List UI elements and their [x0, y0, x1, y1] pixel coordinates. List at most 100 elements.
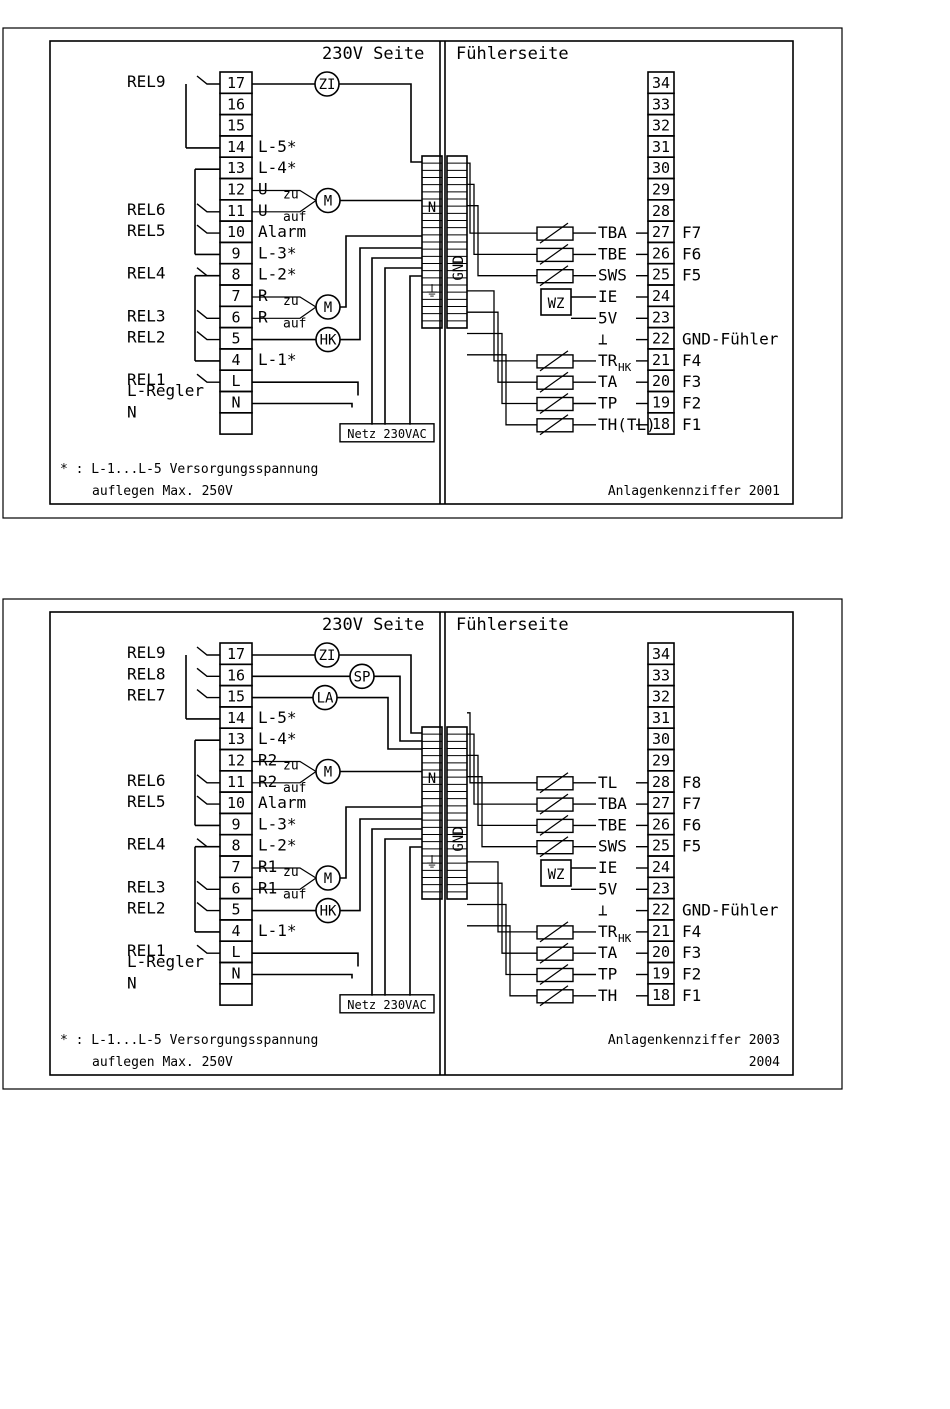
sensor-resistor [536, 226, 574, 241]
relay-label: REL4 [127, 835, 166, 854]
sensor-resistor [536, 375, 574, 390]
wire [539, 393, 569, 414]
sensor-label: IE [598, 287, 617, 306]
left-terminal-number: 9 [231, 815, 240, 833]
sensor-label: TA [598, 943, 618, 962]
right-terminal-number: 26 [652, 815, 670, 833]
wire [371, 828, 422, 996]
wire [467, 354, 537, 426]
sensor-label: TR [598, 351, 618, 370]
relay-label: REL3 [127, 306, 166, 325]
wire [467, 861, 537, 933]
wire [196, 667, 220, 677]
wire [252, 200, 317, 213]
wire [196, 774, 220, 784]
wire [539, 814, 569, 836]
terminal-function-label: R1 [258, 857, 277, 876]
wire [196, 880, 220, 890]
header-fuehlerseite: Fühlerseite [456, 615, 569, 635]
sensor-resistor [536, 925, 574, 940]
right-terminal-number: 34 [652, 74, 670, 92]
right-terminal-number: 30 [652, 159, 670, 177]
sensor-function: F7 [682, 794, 701, 813]
wire [467, 205, 537, 277]
right-terminal-number: 19 [652, 965, 670, 983]
left-terminal-number: 6 [231, 879, 240, 897]
sensor-label: 5V [598, 308, 618, 327]
right-terminal-number: 31 [652, 138, 670, 156]
sensor-sub-label: HK [618, 932, 632, 945]
terminal-function-label: L-4* [258, 158, 297, 177]
left-terminal-number: 7 [231, 858, 240, 876]
wire [539, 942, 569, 964]
sensor-label: TP [598, 965, 617, 984]
left-terminal-number: 17 [227, 645, 245, 663]
n-label: N [428, 200, 436, 216]
left-terminal-number: 14 [227, 709, 245, 727]
wire [252, 867, 317, 879]
wire [252, 189, 317, 202]
sensor-label: TBA [598, 794, 627, 813]
netz-label: Netz 230VAC [347, 427, 426, 441]
relay-label: REL5 [127, 221, 166, 240]
left-terminal-number: 7 [231, 287, 240, 305]
wz-label: WZ [548, 296, 565, 312]
sensor-label: IE [598, 858, 617, 877]
wire [467, 183, 537, 256]
relay-label: REL9 [127, 643, 166, 662]
terminal-function-label: R2 [258, 772, 277, 791]
left-terminal-number: 8 [231, 837, 240, 855]
left-terminal-number: 8 [231, 266, 240, 284]
wire [252, 306, 317, 319]
terminal-function-label: L-4* [258, 729, 297, 748]
terminal-function-label: L-2* [258, 836, 297, 855]
wire [252, 402, 353, 408]
wire [539, 414, 569, 436]
sensor-label: TL [598, 773, 617, 792]
sensor-label: TH(TL) [598, 415, 656, 434]
right-terminal-number: 25 [652, 837, 670, 855]
sensor-resistor [536, 797, 574, 812]
right-terminal-number: 27 [652, 794, 670, 812]
auf-label: auf [283, 781, 306, 796]
left-terminal [219, 411, 253, 435]
system-code: 2004 [749, 1055, 780, 1070]
relay-label: REL2 [127, 328, 166, 347]
wire [467, 882, 537, 954]
wire [467, 332, 537, 405]
sensor-label: 5V [598, 879, 618, 898]
left-terminal-number: 11 [227, 773, 245, 791]
right-terminal-number: 34 [652, 645, 670, 663]
footnote: auflegen Max. 250V [92, 1055, 233, 1070]
system-code: Anlagenkennziffer 2003 [608, 1033, 780, 1048]
wire [252, 296, 317, 308]
left-terminal-number: 4 [231, 922, 240, 940]
wire [196, 944, 220, 954]
gnd-block-label: GND [451, 826, 467, 851]
left-terminal-number: 9 [231, 244, 240, 262]
relay-label: L-Regler [127, 952, 204, 971]
relay-label: REL1 [127, 941, 166, 960]
wire [252, 877, 317, 890]
right-terminal-number: 33 [652, 95, 670, 113]
left-terminal-number: N [231, 965, 240, 983]
wire [340, 818, 422, 912]
diagram-frame [49, 40, 794, 505]
zu-label: zu [283, 865, 299, 880]
right-terminal-number: 23 [652, 308, 670, 326]
terminal-function-label: R [258, 286, 268, 305]
right-terminal-number: 30 [652, 730, 670, 748]
relay-label: REL3 [127, 877, 166, 896]
wire [196, 203, 220, 213]
right-terminal-number: 29 [652, 752, 670, 770]
terminal-function-label: L-2* [258, 265, 297, 284]
wire [252, 381, 359, 396]
component-label: LA [317, 691, 334, 707]
sensor-label: TBA [598, 223, 627, 242]
wire [539, 921, 569, 943]
wire [384, 267, 422, 425]
wire [539, 772, 569, 794]
component-label: M [324, 765, 332, 781]
